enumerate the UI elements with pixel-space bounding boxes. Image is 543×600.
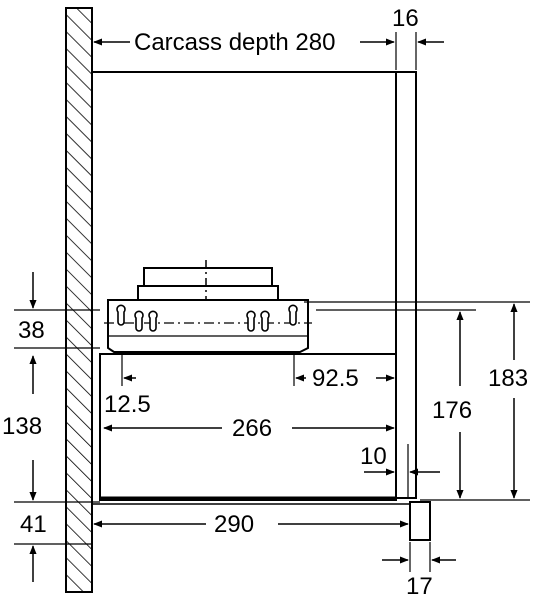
label-rear-gap: 10	[360, 443, 387, 470]
label-duct-offset: 12.5	[104, 391, 151, 418]
carcass-side-panel	[395, 71, 417, 499]
dim-top-gap: 16	[392, 5, 444, 46]
label-total-depth: 290	[214, 511, 254, 538]
dim-body-depth: 266	[103, 415, 395, 442]
hood-body	[99, 353, 397, 501]
dim-total-depth: 290	[93, 511, 409, 538]
dim-duct-offset: 12.5	[104, 354, 151, 418]
label-upper-offset: 38	[18, 317, 45, 344]
dim-right-heights: 176 183	[304, 301, 530, 501]
dim-rear-gap: 10	[360, 443, 440, 498]
dim-duct-offset-right: 92.5	[293, 354, 395, 392]
label-carcass-depth: Carcass depth 280	[134, 29, 335, 56]
wall	[65, 7, 93, 593]
dim-left-heights: 38 138 41	[2, 272, 100, 582]
label-panel-thickness: 17	[406, 573, 433, 600]
dim-carcass-depth: Carcass depth 280	[93, 29, 417, 70]
dim-panel-thickness: 17	[382, 542, 456, 600]
label-top-gap: 16	[392, 5, 419, 32]
front-panel	[92, 501, 431, 541]
label-body-height-left: 138	[2, 413, 42, 440]
label-body-depth: 266	[232, 415, 272, 442]
label-front-panel-height: 41	[20, 511, 47, 538]
label-duct-offset-right: 92.5	[312, 365, 359, 392]
carcass-outline	[91, 71, 417, 499]
label-height-176: 176	[432, 397, 472, 424]
label-height-183: 183	[488, 365, 528, 392]
keyhole-slots	[116, 304, 298, 332]
mounting-bracket	[104, 299, 312, 353]
